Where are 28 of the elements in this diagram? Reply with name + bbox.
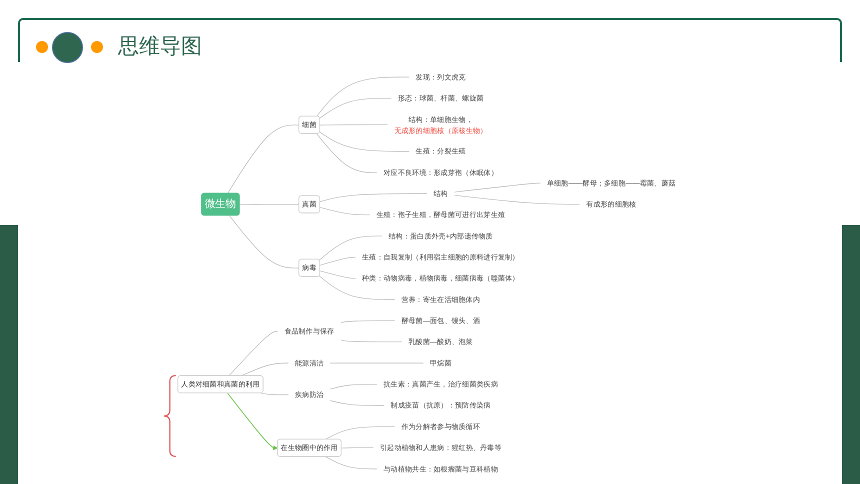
connector <box>340 320 396 323</box>
connector <box>320 98 392 118</box>
connector <box>454 194 580 205</box>
connector <box>320 207 370 216</box>
connector <box>229 215 300 268</box>
connector <box>325 426 396 440</box>
connector <box>316 76 410 117</box>
connector <box>320 193 428 202</box>
connector <box>330 400 384 406</box>
connector <box>318 276 396 300</box>
connector <box>454 182 541 192</box>
connector <box>228 331 278 376</box>
arrow <box>227 392 278 450</box>
connector <box>227 124 300 194</box>
connector <box>320 270 356 279</box>
connector <box>340 340 402 342</box>
connector <box>318 236 382 260</box>
connector <box>320 132 410 152</box>
connector <box>240 362 289 376</box>
connector <box>260 392 289 396</box>
connector <box>325 456 378 470</box>
connector <box>320 124 388 126</box>
connector <box>320 256 356 266</box>
connector <box>330 384 378 390</box>
connector <box>239 204 300 205</box>
connector <box>330 362 424 364</box>
title: 思维导图 <box>118 34 202 60</box>
connector <box>316 133 378 173</box>
